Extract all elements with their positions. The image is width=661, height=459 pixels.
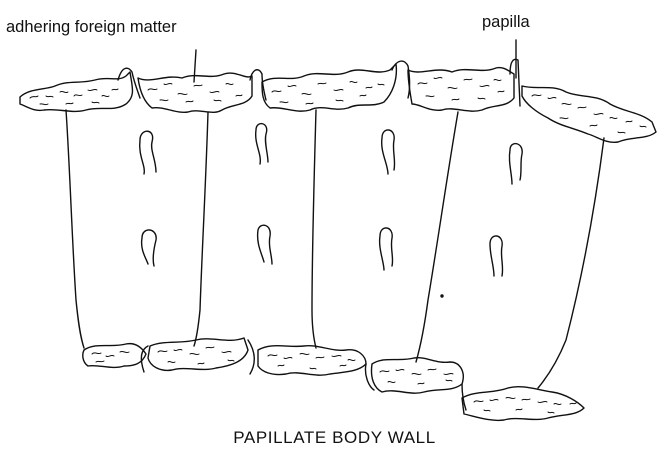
top-foreign-matter-layer xyxy=(20,64,656,142)
label-papilla: papilla xyxy=(482,13,530,32)
figure-caption: PAPILLATE BODY WALL xyxy=(0,428,661,448)
bottom-foreign-matter-layer xyxy=(83,338,584,420)
stray-particle xyxy=(441,295,443,297)
label-adhering-foreign-matter: adhering foreign matter xyxy=(6,18,177,37)
bottom-papillae xyxy=(141,340,466,410)
top-papillae xyxy=(118,59,520,106)
leader-foreign-matter xyxy=(194,50,196,82)
cell-nuclei xyxy=(140,124,523,276)
foreign-matter-texture xyxy=(30,77,646,413)
